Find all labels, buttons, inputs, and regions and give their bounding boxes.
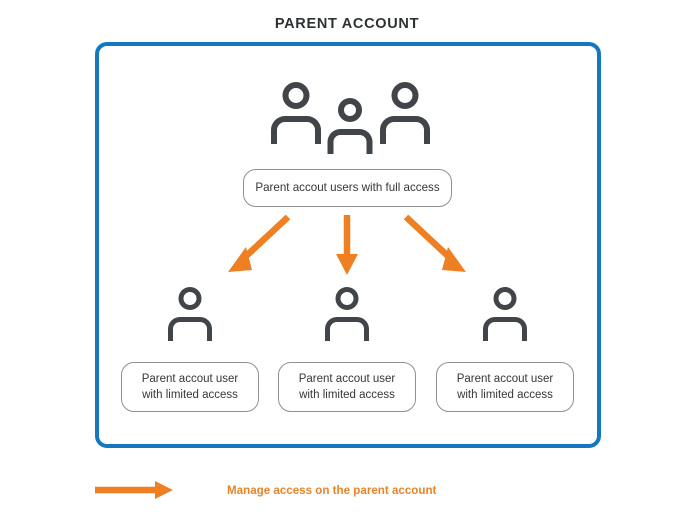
person-icon	[323, 287, 371, 341]
label-line-2: with limited access	[457, 389, 553, 401]
limited-access-label: Parent accout user with limited access	[299, 371, 396, 404]
person-body	[483, 317, 527, 341]
label-line-2: with limited access	[299, 389, 395, 401]
legend-label: Manage access on the parent account	[227, 483, 437, 497]
label-line-1: Parent accout user	[298, 372, 396, 385]
person-icon	[377, 82, 433, 144]
limited-access-callout: Parent accout user with limited access	[436, 362, 574, 412]
person-icon	[166, 287, 214, 341]
person-head	[335, 287, 359, 310]
person-body	[380, 116, 430, 144]
label-line-2: with limited access	[142, 389, 238, 401]
arrow-right-icon	[95, 481, 173, 499]
person-icon	[268, 82, 324, 144]
limited-access-callout: Parent accout user with limited access	[278, 362, 416, 412]
person-head	[493, 287, 517, 310]
person-head	[338, 98, 362, 122]
person-head	[178, 287, 202, 310]
person-body	[327, 129, 373, 154]
person-icon	[325, 98, 375, 154]
people-group-icon	[268, 82, 433, 154]
limited-access-callout: Parent accout user with limited access	[121, 362, 259, 412]
legend: Manage access on the parent account	[95, 479, 436, 501]
full-access-label: Parent accout users with full access	[255, 180, 440, 194]
person-body	[168, 317, 212, 341]
page-title: PARENT ACCOUNT	[274, 16, 420, 32]
limited-access-label: Parent accout user with limited access	[457, 371, 554, 404]
label-line-1: Parent accout user	[456, 372, 554, 385]
full-access-callout: Parent accout users with full access	[243, 169, 452, 207]
person-body	[325, 317, 369, 341]
limited-access-label: Parent accout user with limited access	[142, 371, 239, 404]
person-head	[391, 82, 419, 109]
person-icon	[481, 287, 529, 341]
person-head	[282, 82, 310, 109]
person-body	[271, 116, 321, 144]
label-line-1: Parent accout user	[141, 372, 239, 385]
